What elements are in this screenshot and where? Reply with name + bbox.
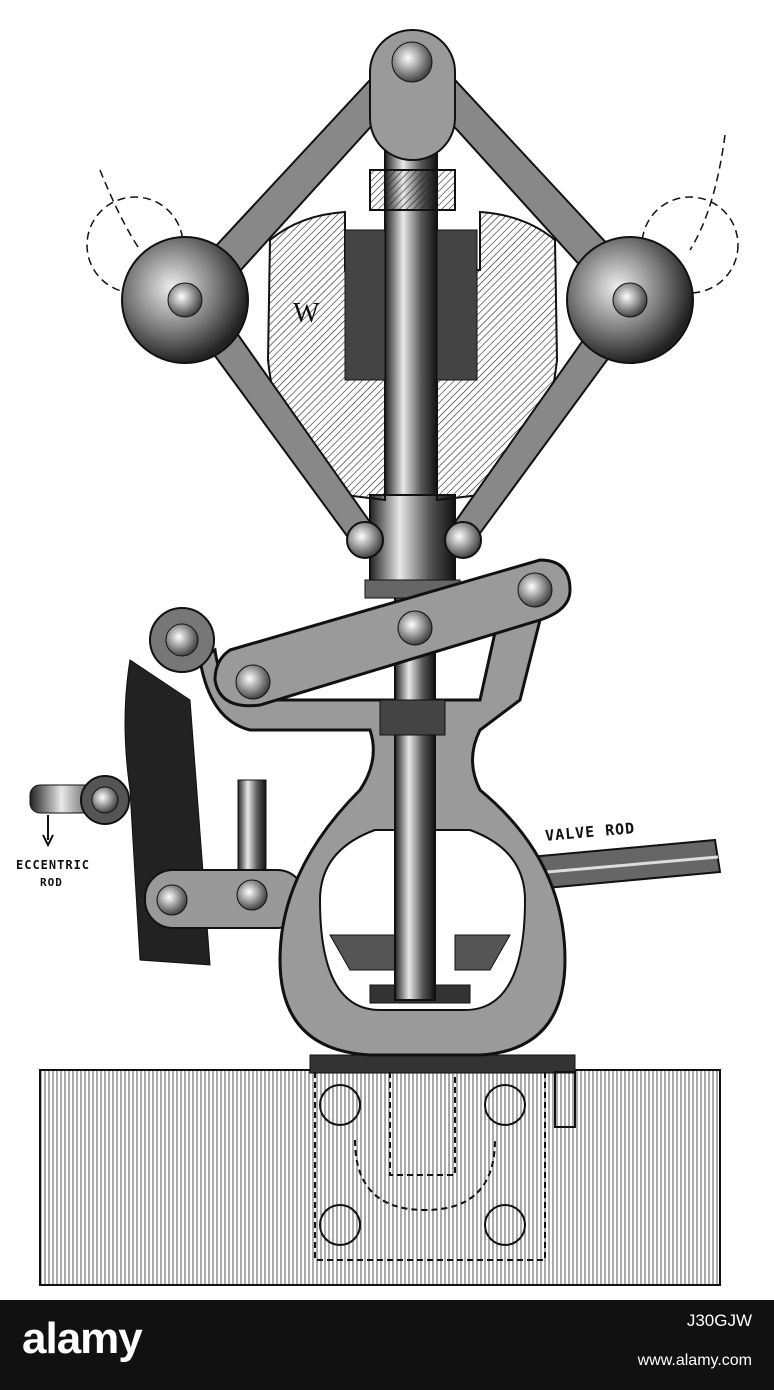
image-id: J30GJW xyxy=(686,1311,752,1330)
weight-w-label: W xyxy=(293,298,320,329)
alamy-logo: alamy xyxy=(22,1314,143,1363)
flyballs xyxy=(86,134,739,364)
base-block xyxy=(39,1054,721,1286)
watermark-footer: alamy J30GJW www.alamy.com xyxy=(0,1300,774,1390)
site-url: www.alamy.com xyxy=(637,1352,752,1369)
governor-engraving: W VALVE ROD ECCENTRIC ROD xyxy=(16,29,739,1286)
eccentric-rod-label: ROD xyxy=(40,876,63,889)
eccentric-linkage xyxy=(29,659,306,966)
rocking-lever xyxy=(149,558,572,708)
eccentric-label: ECCENTRIC xyxy=(16,858,91,872)
